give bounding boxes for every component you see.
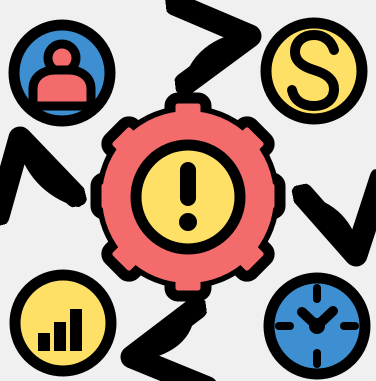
gear-icon: ! — [90, 92, 286, 302]
dollar-symbol: S — [314, 87, 315, 89]
bar-chart-icon — [9, 269, 117, 377]
arrow-bottom-left-icon — [132, 308, 190, 357]
user-icon — [8, 19, 116, 127]
arrow-bottom-right-icon — [302, 200, 356, 255]
arrow-top-left-icon — [20, 138, 78, 202]
clock-icon — [263, 272, 371, 380]
arrow-top-right-icon — [188, 36, 250, 88]
dollar-icon: S — [260, 17, 368, 125]
